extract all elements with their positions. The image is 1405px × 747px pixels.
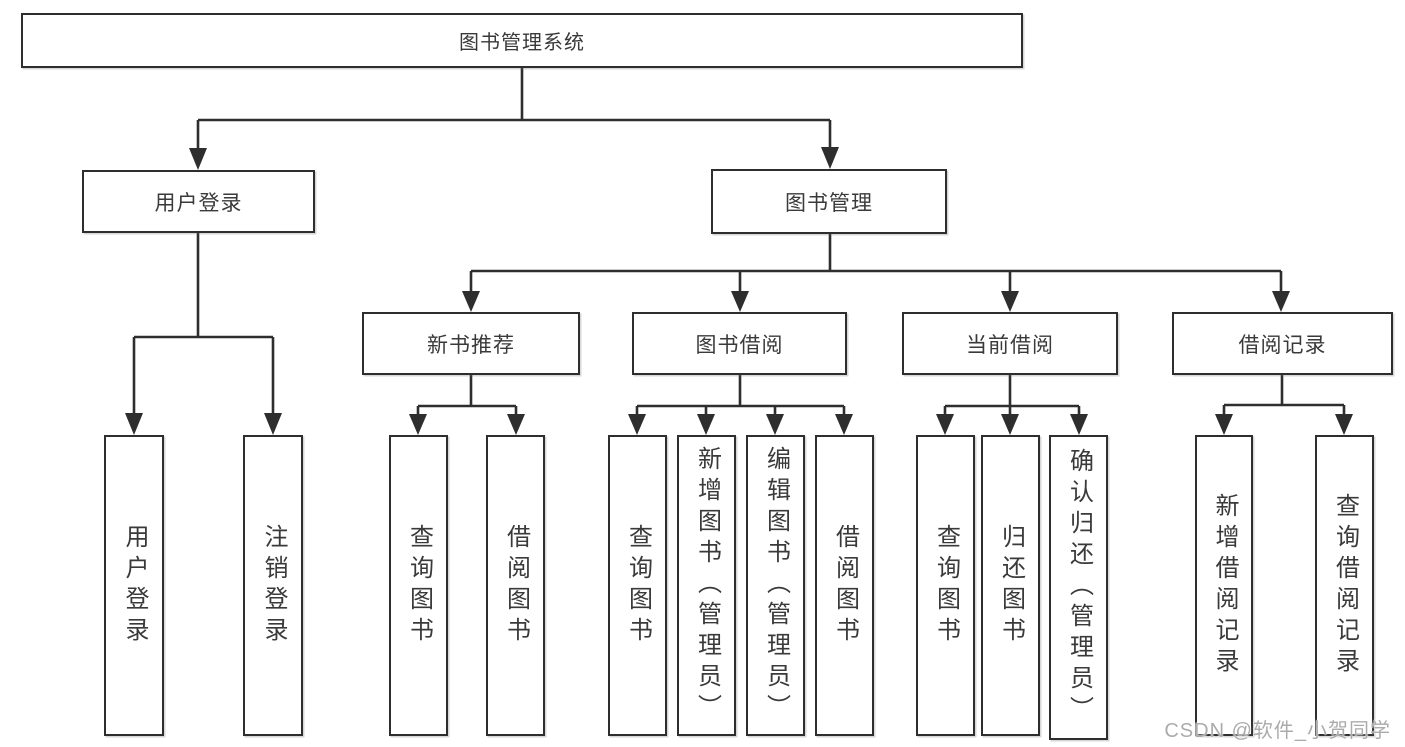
node-book-borrow: 图书借阅 bbox=[632, 312, 847, 375]
node-new-book-recommend: 新书推荐 bbox=[362, 312, 580, 375]
node-leaf-query-books-1: 查询图书 bbox=[389, 435, 448, 736]
node-leaf-user-login: 用户登录 bbox=[104, 435, 164, 736]
leaf-label: 借阅图书 bbox=[831, 523, 859, 648]
node-library-management-system: 图书管理系统 bbox=[21, 13, 1023, 68]
leaf-label: 查询图书 bbox=[624, 523, 652, 648]
leaf-label: 新增图书（管理员） bbox=[693, 446, 721, 725]
leaf-label: 编辑图书（管理员） bbox=[762, 446, 790, 725]
leaf-label: 确认归还（管理员） bbox=[1065, 448, 1093, 727]
node-book-management: 图书管理 bbox=[711, 169, 947, 234]
node-leaf-confirm-return-admin: 确认归还（管理员） bbox=[1049, 435, 1108, 740]
node-leaf-logout: 注销登录 bbox=[243, 435, 303, 736]
node-leaf-query-borrow-record: 查询借阅记录 bbox=[1315, 435, 1374, 736]
node-borrow-records: 借阅记录 bbox=[1172, 312, 1393, 375]
node-leaf-query-books-3: 查询图书 bbox=[916, 435, 975, 736]
watermark: CSDN @软件_小贺同学 bbox=[1164, 720, 1391, 742]
leaf-label: 查询图书 bbox=[932, 523, 960, 648]
leaf-label: 查询图书 bbox=[405, 523, 433, 648]
node-leaf-borrow-books-1: 借阅图书 bbox=[486, 435, 545, 736]
leaf-label: 新增借阅记录 bbox=[1211, 492, 1238, 679]
node-current-borrow: 当前借阅 bbox=[902, 312, 1118, 375]
node-leaf-return-books: 归还图书 bbox=[981, 435, 1040, 736]
node-leaf-add-borrow-record: 新增借阅记录 bbox=[1195, 435, 1253, 736]
node-leaf-borrow-books-2: 借阅图书 bbox=[815, 435, 874, 736]
leaf-label: 归还图书 bbox=[997, 523, 1025, 648]
leaf-label: 查询借阅记录 bbox=[1331, 492, 1359, 679]
node-user-login: 用户登录 bbox=[82, 170, 315, 233]
node-leaf-edit-books-admin: 编辑图书（管理员） bbox=[746, 435, 805, 736]
leaf-label: 借阅图书 bbox=[502, 523, 530, 648]
node-leaf-query-books-2: 查询图书 bbox=[608, 435, 667, 736]
node-leaf-add-books-admin: 新增图书（管理员） bbox=[677, 435, 736, 736]
leaf-label: 注销登录 bbox=[260, 523, 287, 648]
leaf-label: 用户登录 bbox=[121, 523, 148, 648]
